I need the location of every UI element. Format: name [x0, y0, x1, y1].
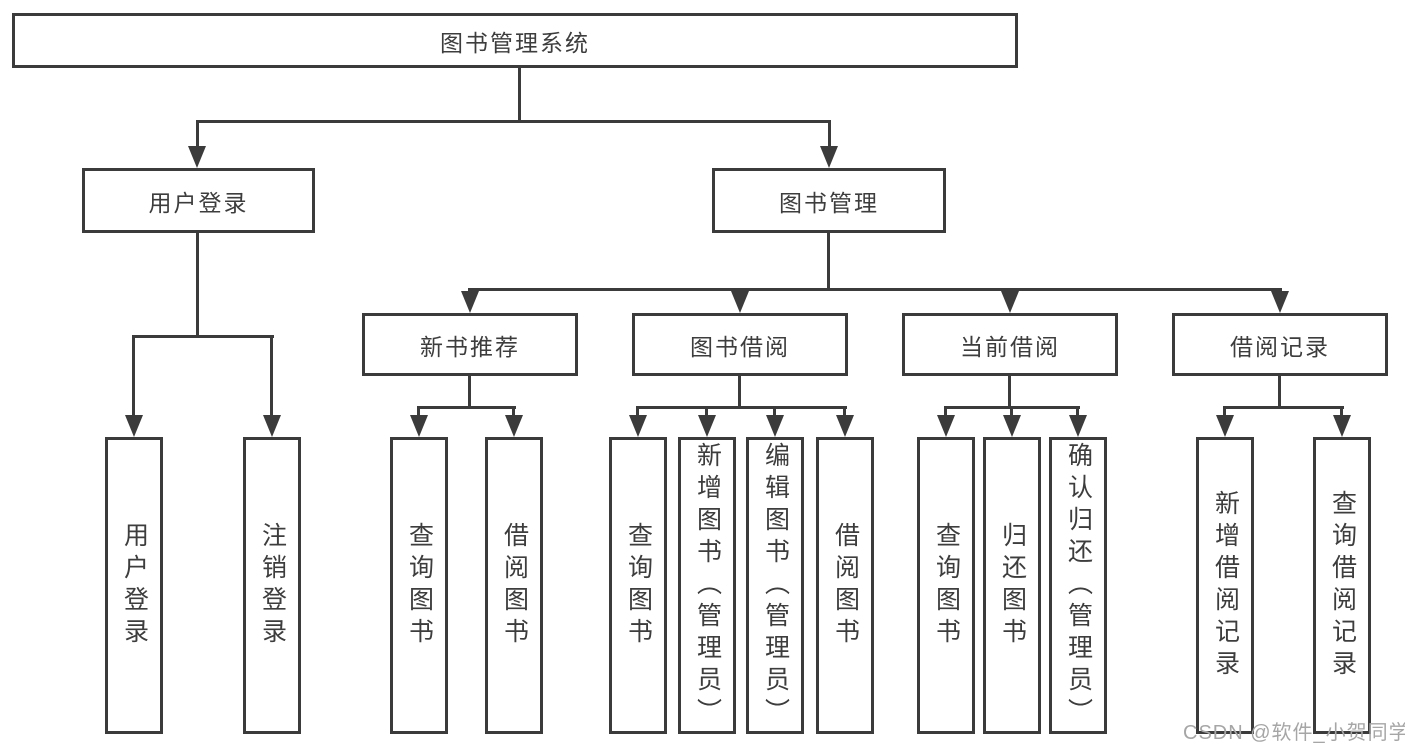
arrowhead-down-icon — [461, 291, 479, 313]
arrowhead-down-icon — [629, 415, 647, 437]
connector-line — [417, 406, 516, 409]
connector-line — [1008, 375, 1011, 409]
connector-line — [636, 406, 639, 418]
node-book-management: 图书管理 — [712, 168, 946, 233]
leaf-add-borrow-record: 新增借阅记录 — [1196, 437, 1254, 734]
connector-line — [773, 406, 776, 418]
arrowhead-down-icon — [731, 291, 749, 313]
arrowhead-down-icon — [1271, 291, 1289, 313]
leaf-current-query-books: 查询图书 — [917, 437, 975, 734]
arrowhead-down-icon — [1003, 415, 1021, 437]
connector-line — [636, 406, 847, 409]
leaf-recommend-borrow-books: 借阅图书 — [485, 437, 543, 734]
arrowhead-down-icon — [1069, 415, 1087, 437]
node-borrow-records: 借阅记录 — [1172, 313, 1388, 376]
connector-line — [827, 233, 830, 291]
arrowhead-down-icon — [698, 415, 716, 437]
connector-line — [1010, 406, 1013, 418]
leaf-borrow-query-books: 查询图书 — [609, 437, 667, 734]
connector-line — [828, 120, 831, 150]
connector-line — [944, 406, 947, 418]
connector-line — [843, 406, 846, 418]
connector-line — [270, 335, 273, 417]
connector-line — [468, 375, 471, 409]
arrowhead-down-icon — [125, 415, 143, 437]
leaf-user-login: 用户登录 — [105, 437, 163, 734]
leaf-query-borrow-record: 查询借阅记录 — [1313, 437, 1371, 734]
connector-line — [705, 406, 708, 418]
connector-line — [1223, 406, 1344, 409]
arrowhead-down-icon — [766, 415, 784, 437]
connector-line — [468, 288, 1282, 291]
leaf-return-books: 归还图书 — [983, 437, 1041, 734]
arrowhead-down-icon — [836, 415, 854, 437]
connector-line — [417, 406, 420, 418]
connector-line — [132, 335, 274, 338]
node-user-login: 用户登录 — [82, 168, 315, 233]
arrowhead-down-icon — [505, 415, 523, 437]
leaf-add-books-admin: 新增图书（管理员） — [678, 437, 736, 734]
leaf-confirm-return-admin: 确认归还（管理员） — [1049, 437, 1107, 734]
connector-line — [132, 335, 135, 417]
arrowhead-down-icon — [410, 415, 428, 437]
leaf-logout: 注销登录 — [243, 437, 301, 734]
connector-line — [196, 232, 199, 338]
connector-line — [512, 406, 515, 418]
node-current-borrow: 当前借阅 — [902, 313, 1118, 376]
connector-line — [1340, 406, 1343, 418]
connector-line — [738, 375, 741, 409]
arrowhead-down-icon — [263, 415, 281, 437]
arrowhead-down-icon — [1216, 415, 1234, 437]
connector-line — [196, 120, 199, 150]
connector-line — [1278, 375, 1281, 409]
csdn-watermark: CSDN @软件_小贺同学 — [1183, 722, 1405, 744]
arrowhead-down-icon — [1001, 291, 1019, 313]
connector-line — [1076, 406, 1079, 418]
leaf-borrow-borrow-books: 借阅图书 — [816, 437, 874, 734]
connector-line — [518, 67, 521, 122]
leaf-recommend-query-books: 查询图书 — [390, 437, 448, 734]
connector-line — [1223, 406, 1226, 418]
leaf-edit-books-admin: 编辑图书（管理员） — [746, 437, 804, 734]
node-new-book-recommend: 新书推荐 — [362, 313, 578, 376]
arrowhead-down-icon — [188, 146, 206, 168]
node-book-borrow: 图书借阅 — [632, 313, 848, 376]
arrowhead-down-icon — [820, 146, 838, 168]
arrowhead-down-icon — [937, 415, 955, 437]
node-root: 图书管理系统 — [12, 13, 1018, 68]
arrowhead-down-icon — [1333, 415, 1351, 437]
connector-line — [196, 120, 831, 123]
